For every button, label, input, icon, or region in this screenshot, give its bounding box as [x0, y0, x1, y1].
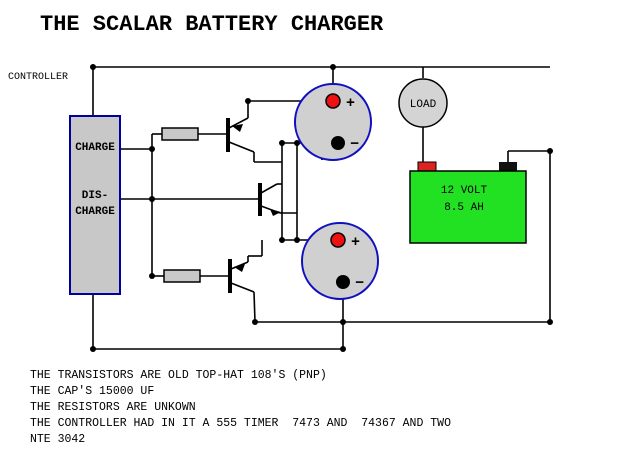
minus-sign: −	[350, 136, 359, 153]
positive-terminal	[330, 232, 346, 248]
junction-dots	[90, 64, 553, 352]
positive-terminal	[325, 93, 341, 109]
pnp-transistor-icon	[226, 117, 255, 153]
capacitor-icon: + −	[294, 83, 372, 161]
note-line: THE RESISTORS ARE UNKOWN	[30, 401, 196, 414]
load-label: LOAD	[410, 99, 437, 111]
controller-heading: CONTROLLER	[8, 72, 68, 83]
discharge-label-1: DIS-	[82, 190, 108, 202]
note-line: NTE 3042	[30, 433, 85, 446]
battery-voltage: 12 VOLT	[441, 185, 488, 197]
plus-sign: +	[351, 234, 360, 251]
plus-sign: +	[346, 95, 355, 112]
battery-icon: 12 VOLT 8.5 AH	[409, 161, 527, 244]
battery-capacity: 8.5 AH	[444, 202, 484, 214]
note-line: THE CONTROLLER HAD IN IT A 555 TIMER 747…	[30, 417, 451, 430]
minus-sign: −	[355, 275, 364, 292]
controller-box: CHARGE DIS- CHARGE	[69, 115, 121, 295]
negative-terminal	[331, 136, 345, 150]
load-icon: LOAD	[398, 78, 448, 128]
discharge-label-2: CHARGE	[75, 206, 115, 218]
note-line: THE CAP'S 15000 UF	[30, 385, 154, 398]
battery-negative-post	[499, 162, 517, 171]
charge-label: CHARGE	[75, 142, 115, 154]
capacitor-icon: + −	[301, 222, 379, 300]
note-line: THE TRANSISTORS ARE OLD TOP-HAT 108'S (P…	[30, 369, 327, 382]
resistor-icon	[163, 269, 201, 283]
resistor-icon	[161, 127, 199, 141]
pnp-transistor-icon	[228, 259, 255, 293]
negative-terminal	[336, 275, 350, 289]
page-title: THE SCALAR BATTERY CHARGER	[40, 12, 384, 37]
battery-positive-post	[417, 161, 437, 172]
component-notes: THE TRANSISTORS ARE OLD TOP-HAT 108'S (P…	[30, 369, 451, 446]
pnp-transistor-icon	[258, 183, 281, 216]
